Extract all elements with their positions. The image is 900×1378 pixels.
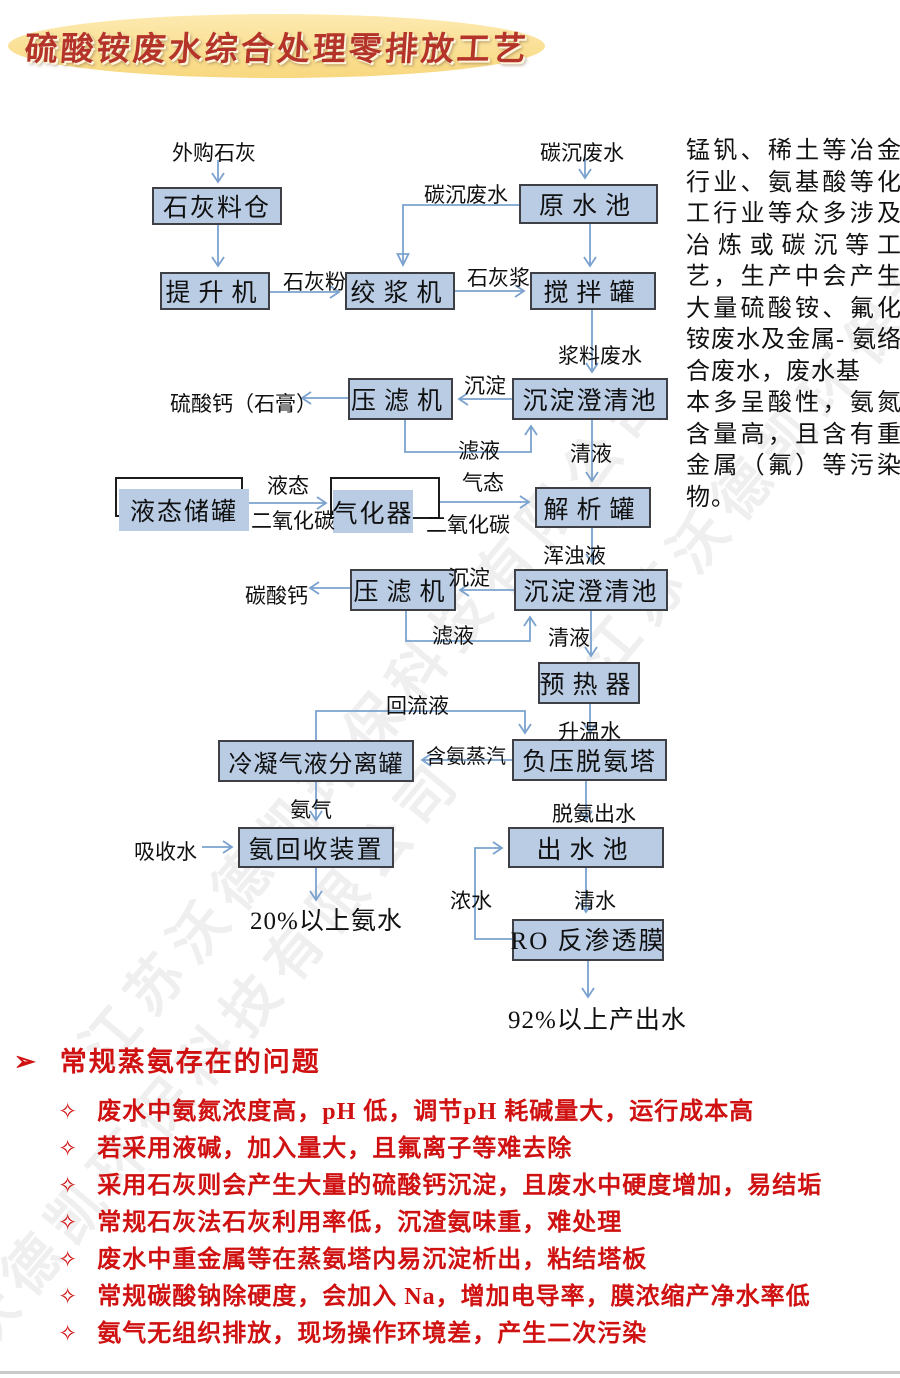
node-lime-silo: 石灰料仓 — [152, 187, 282, 225]
problem-item-text: 常规碳酸钠除硬度，会加入 Na，增加电导率，膜浓缩产净水率低 — [97, 1284, 811, 1311]
node-outlet-pool: 出水池 — [508, 827, 664, 868]
diamond-bullet-icon: ✧ — [58, 1210, 78, 1236]
flow-label-reflux-liquid: 回流液 — [386, 694, 449, 718]
flow-label-heated-water: 升温水 — [558, 720, 621, 744]
flow-label-turbid-liquid: 浑浊液 — [543, 544, 606, 568]
flow-label-lime-slurry: 石灰浆 — [467, 266, 530, 290]
flow-label-sediment-1: 沉淀 — [464, 374, 506, 398]
node-clarifier-1: 沉淀澄清池 — [512, 378, 668, 420]
flow-label-sediment-2: 沉淀 — [448, 566, 490, 590]
arrow-bullet-icon: ➢ — [14, 1047, 36, 1076]
flow-label-carbon-wastewater-elbow: 碳沉废水 — [424, 183, 508, 207]
node-raw-water-pool: 原水池 — [519, 184, 658, 224]
flow-label-purchased-lime: 外购石灰 — [172, 141, 256, 165]
problem-item: ✧ 常规石灰法石灰利用率低，沉渣氨味重，难处理 — [58, 1210, 900, 1237]
problem-item: ✧ 废水中重金属等在蒸氨塔内易沉淀析出，粘结塔板 — [58, 1247, 900, 1274]
diamond-bullet-icon: ✧ — [58, 1247, 78, 1273]
node-clarifier-2: 沉淀澄清池 — [514, 569, 668, 611]
flow-label-carbon-wastewater-top: 碳沉废水 — [540, 141, 624, 165]
flow-label-clear-liquid-1: 清液 — [570, 442, 612, 466]
problem-item: ✧ 常规碳酸钠除硬度，会加入 Na，增加电导率，膜浓缩产净水率低 — [58, 1284, 900, 1311]
node-gasifier: 气化器 — [333, 490, 413, 533]
node-ro-membrane: RO 反渗透膜 — [511, 919, 664, 961]
problems-heading: 常规蒸氨存在的问题 — [59, 1047, 321, 1077]
flow-label-ammonia-gas: 氨气 — [290, 798, 332, 822]
problem-item: ✧ 氨气无组织排放，现场操作环境差，产生二次污染 — [58, 1321, 900, 1348]
flow-label-co2-gas: 二氧化碳 — [426, 513, 510, 537]
flow-label-clean-water: 清水 — [574, 889, 616, 913]
problem-item-text: 若采用液碱，加入量大，且氟离子等难去除 — [97, 1136, 573, 1163]
page-title: 硫酸铵废水综合处理零排放工艺 — [22, 32, 530, 68]
diamond-bullet-icon: ✧ — [58, 1284, 78, 1310]
flow-label-lime-powder: 石灰粉 — [283, 270, 346, 294]
node-liquid-co2-tank: 液态储罐 — [119, 489, 249, 531]
node-filter-press-1: 压滤机 — [348, 378, 453, 420]
node-analysis-tank: 解析罐 — [535, 487, 651, 528]
problem-item-text: 废水中氨氮浓度高，pH 低，调节pH 耗碱量大，运行成本高 — [97, 1099, 755, 1126]
flow-label-concentrate: 浓水 — [450, 889, 492, 913]
problem-item-text: 采用石灰则会产生大量的硫酸钙沉淀，且废水中硬度增加，易结垢 — [97, 1173, 823, 1200]
problem-item-text: 废水中重金属等在蒸氨塔内易沉淀析出，粘结塔板 — [97, 1247, 648, 1274]
diamond-bullet-icon: ✧ — [58, 1321, 78, 1347]
diamond-bullet-icon: ✧ — [58, 1173, 78, 1199]
flow-label-filtrate-2: 滤液 — [432, 624, 474, 648]
problem-item-text: 常规石灰法石灰利用率低，沉渣氨味重，难处理 — [97, 1210, 623, 1237]
flow-label-clear-liquid-2: 清液 — [548, 626, 590, 650]
flow-label-product-water: 92%以上产出水 — [508, 1007, 687, 1034]
flow-label-co2-liquid: 二氧化碳 — [251, 509, 335, 533]
problems-section: ➢ 常规蒸氨存在的问题 ✧ 废水中氨氮浓度高，pH 低，调节pH 耗碱量大，运行… — [0, 1046, 900, 1359]
node-filter-press-2: 压滤机 — [350, 569, 456, 611]
flow-label-ammonia-vapor: 含氨蒸汽 — [426, 746, 506, 768]
problem-item-text: 氨气无组织排放，现场操作环境差，产生二次污染 — [97, 1321, 648, 1348]
title-banner: 硫酸铵废水综合处理零排放工艺 — [8, 14, 545, 78]
problem-item: ✧ 废水中氨氮浓度高，pH 低，调节pH 耗碱量大，运行成本高 — [58, 1099, 900, 1126]
flow-label-calcium-sulfate: 硫酸钙（石膏） — [170, 392, 317, 416]
flow-label-slurry-wastewater: 浆料废水 — [558, 344, 642, 368]
node-condensate-separator: 冷凝气液分离罐 — [218, 740, 414, 782]
node-ammonia-recovery: 氨回收装置 — [238, 827, 394, 868]
flow-label-ammonia-output: 20%以上氨水 — [250, 908, 403, 935]
diamond-bullet-icon: ✧ — [58, 1136, 78, 1162]
flow-label-deammoniated-water: 脱氨出水 — [552, 802, 636, 826]
node-preheater: 预热器 — [538, 662, 640, 704]
node-pulper: 绞浆机 — [345, 272, 455, 310]
diamond-bullet-icon: ✧ — [58, 1099, 78, 1125]
problems-list: ✧ 废水中氨氮浓度高，pH 低，调节pH 耗碱量大，运行成本高 ✧ 若采用液碱，… — [0, 1099, 900, 1348]
bottom-divider — [0, 1371, 900, 1374]
flow-label-absorption-water: 吸收水 — [134, 840, 197, 864]
flow-label-liquid-state: 液态 — [267, 474, 309, 498]
node-vacuum-deammonia-tower: 负压脱氨塔 — [512, 739, 667, 781]
node-lifter: 提升机 — [160, 272, 270, 310]
problem-item: ✧ 若采用液碱，加入量大，且氟离子等难去除 — [58, 1136, 900, 1163]
flow-label-calcium-carbonate: 碳酸钙 — [245, 584, 308, 608]
node-mixing-tank: 搅拌罐 — [530, 272, 656, 310]
problem-item: ✧ 采用石灰则会产生大量的硫酸钙沉淀，且废水中硬度增加，易结垢 — [58, 1173, 900, 1200]
flow-label-filtrate-1: 滤液 — [458, 439, 500, 463]
intro-paragraph: 锰钒、稀土等冶金行业、氨基酸等化工行业等众多涉及冶炼或碳沉等工艺，生产中会产生大… — [686, 138, 900, 511]
flow-label-gas-state: 气态 — [462, 471, 504, 495]
problems-heading-row: ➢ 常规蒸氨存在的问题 — [14, 1046, 900, 1078]
